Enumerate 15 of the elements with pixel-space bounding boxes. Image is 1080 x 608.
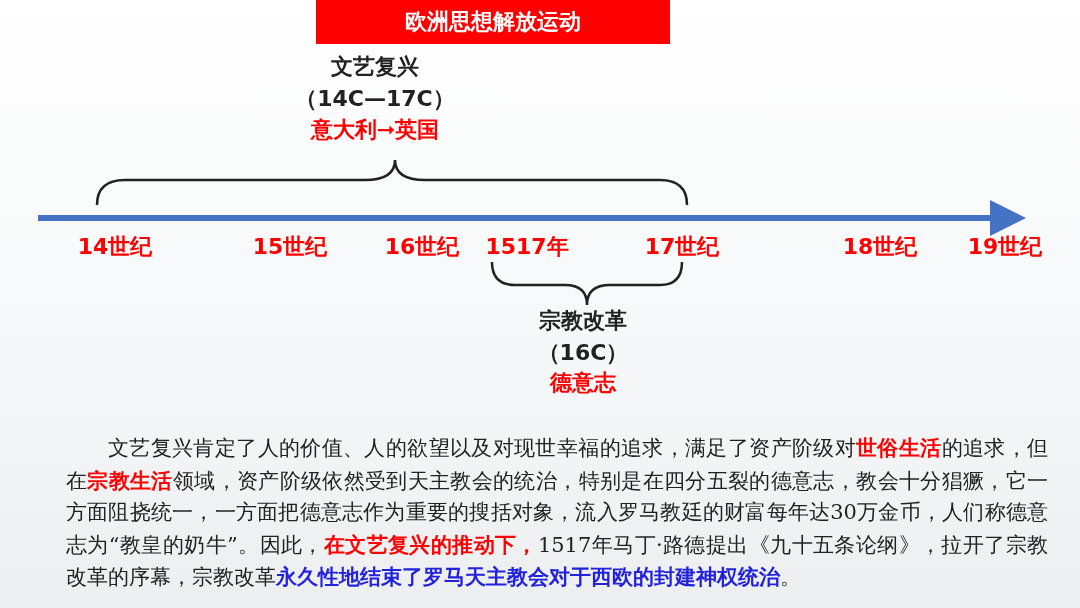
tick-label: 15世纪	[252, 233, 328, 261]
date-range: （16C）	[537, 339, 629, 367]
tick-label: 1517年	[485, 233, 569, 261]
event-name: 文艺复兴	[331, 53, 419, 81]
tick-label: 14世纪	[77, 233, 153, 261]
tick-label: 18世纪	[842, 233, 918, 261]
date-range: （14C—17C）	[295, 85, 455, 113]
place-label: 意大利➞英国	[310, 116, 440, 144]
place-label: 德意志	[550, 369, 616, 397]
paragraph: 文艺复兴肯定了人的价值、人的欲望以及对现世幸福的追求，满足了资产阶级对世俗生活的追求，但在宗教生活领域，资产阶级依然受到天主教会的统治，特别是在四分五裂的德意志，教会十分猖獗，它一方面阻挠统一，一方面把德意志作为重要的搜括对象，流入罗马教廷的财富每年达30万金币，人们称德意志为“教皇的奶牛”。因此，在文艺复兴的推动下，1517年马丁·路德提出《九十五条论纲》，拉开了宗教改革的序幕，宗教改革永久性地结束了罗马天主教会对于西欧的封建神权统治。	[66, 434, 1048, 591]
tick-label: 19世纪	[967, 233, 1043, 261]
tick-label: 16世纪	[384, 233, 460, 261]
event-name: 宗教改革	[539, 307, 627, 335]
title-banner: 欧洲思想解放运动	[316, 0, 670, 44]
tick-label: 17世纪	[644, 233, 720, 261]
